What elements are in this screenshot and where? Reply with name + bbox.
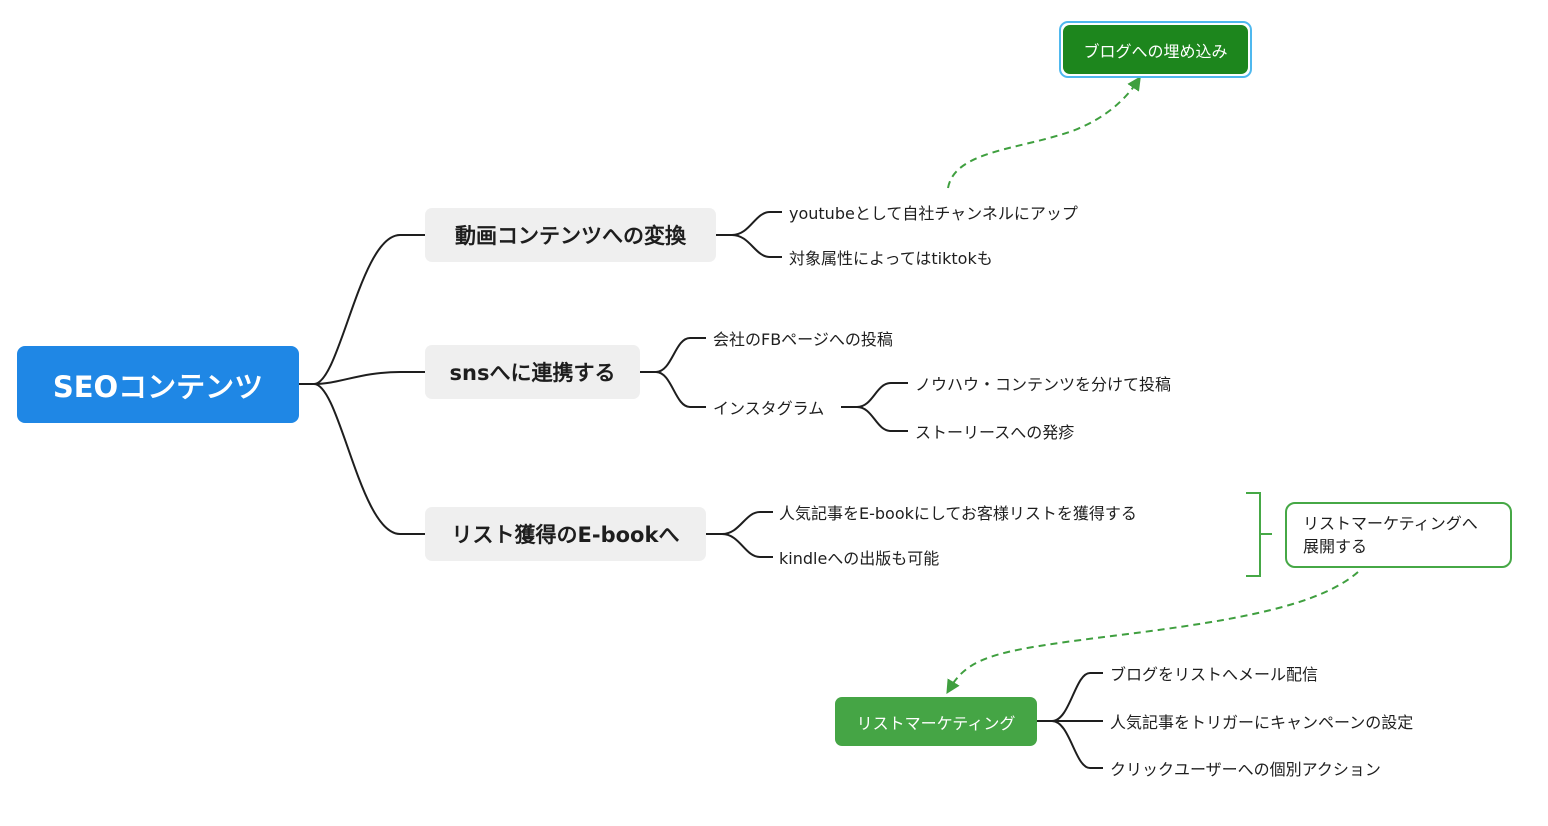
connector-instagram-sub1	[841, 382, 908, 408]
leaf-label: 対象属性によってはtiktokも	[789, 249, 993, 268]
relation-arrow-to-blog	[947, 76, 1141, 189]
connector-root-branch3	[299, 383, 425, 535]
leaf-node-ebook-list[interactable]: 人気記事をE-bookにしてお客様リストを獲得する	[779, 500, 1137, 524]
leaf-label: 人気記事をE-bookにしてお客様リストを獲得する	[779, 504, 1137, 523]
connector-lm-child1	[1037, 672, 1103, 722]
summary-line-1: リストマーケティングへ	[1303, 514, 1478, 533]
bracket-boundary	[1246, 492, 1272, 577]
connector-root-branch1	[299, 234, 425, 385]
connector-instagram-sub2	[841, 406, 908, 432]
branch-node-label: snsへに連携する	[449, 361, 616, 385]
leaf-label: ストーリースへの発疹	[915, 423, 1075, 442]
connector-branch1-child1	[716, 211, 782, 236]
leaf-node-instagram[interactable]: インスタグラム	[713, 395, 824, 419]
leaf-node-knowhow[interactable]: ノウハウ・コンテンツを分けて投稿	[915, 371, 1171, 395]
leaf-node-blog-mail[interactable]: ブログをリストへメール配信	[1110, 661, 1318, 685]
connector-lm-child3	[1037, 720, 1103, 769]
relation-arrow-to-list-marketing	[946, 571, 1359, 694]
connector-branch2-child2	[640, 371, 706, 408]
leaf-node-campaign[interactable]: 人気記事をトリガーにキャンペーンの設定	[1110, 709, 1413, 733]
branch-node-label: リスト獲得のE-bookへ	[451, 523, 680, 547]
connector-branch3-child2	[706, 533, 773, 558]
leaf-label: ノウハウ・コンテンツを分けて投稿	[915, 375, 1172, 394]
list-marketing-node[interactable]: リストマーケティング	[835, 697, 1037, 746]
root-node-label: SEOコンテンツ	[52, 369, 264, 404]
selection-outline	[1059, 21, 1252, 78]
blog-embed-label: ブログへの埋め込み	[1083, 41, 1228, 61]
branch-node-video[interactable]: 動画コンテンツへの変換	[425, 208, 716, 262]
blog-embed-node[interactable]: ブログへの埋め込み	[1063, 25, 1248, 74]
leaf-label: kindleへの出版も可能	[779, 549, 940, 568]
root-node[interactable]: SEOコンテンツ	[17, 346, 299, 423]
list-marketing-summary-node[interactable]: リストマーケティングへ 展開する	[1285, 502, 1512, 568]
leaf-label: 人気記事をトリガーにキャンペーンの設定	[1110, 713, 1414, 732]
branch-node-ebook[interactable]: リスト獲得のE-bookへ	[425, 507, 706, 561]
leaf-node-fb-page[interactable]: 会社のFBページへの投稿	[713, 326, 893, 350]
list-marketing-label: リストマーケティング	[856, 713, 1016, 733]
connector-branch1-child2	[716, 234, 782, 258]
leaf-node-kindle[interactable]: kindleへの出版も可能	[779, 545, 939, 569]
connector-branch3-child1	[706, 511, 773, 535]
leaf-node-stories[interactable]: ストーリースへの発疹	[915, 419, 1074, 443]
leaf-label: クリックユーザーへの個別アクション	[1110, 760, 1381, 779]
leaf-node-tiktok[interactable]: 対象属性によってはtiktokも	[789, 245, 993, 269]
branch-node-sns[interactable]: snsへに連携する	[425, 345, 640, 399]
connector-branch2-child1	[640, 337, 706, 373]
leaf-node-youtube[interactable]: youtubeとして自社チャンネルにアップ	[789, 200, 1078, 224]
leaf-node-click-action[interactable]: クリックユーザーへの個別アクション	[1110, 756, 1381, 780]
leaf-label: インスタグラム	[713, 399, 825, 418]
leaf-label: youtubeとして自社チャンネルにアップ	[789, 204, 1078, 223]
branch-node-label: 動画コンテンツへの変換	[455, 224, 686, 248]
leaf-label: ブログをリストへメール配信	[1110, 665, 1319, 684]
leaf-label: 会社のFBページへの投稿	[713, 330, 893, 349]
summary-line-2: 展開する	[1303, 537, 1368, 556]
